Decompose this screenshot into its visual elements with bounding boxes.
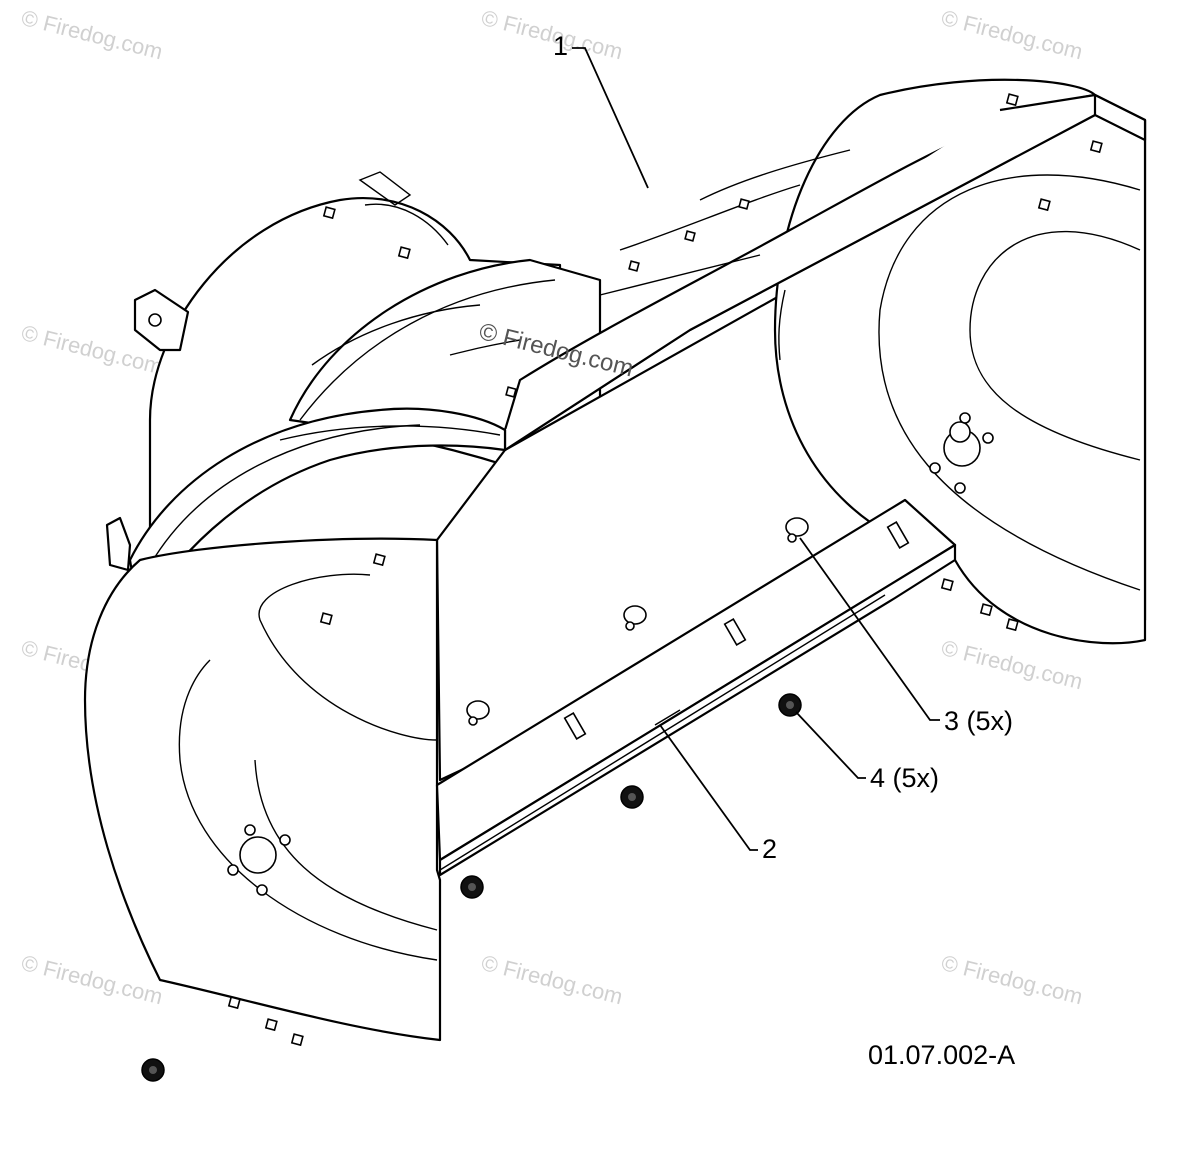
- leader-lines: [572, 47, 940, 851]
- top-channel: [503, 93, 1147, 452]
- drawing-number: 01.07.002-A: [868, 1040, 1016, 1070]
- carriage-bolt: [466, 700, 490, 726]
- carriage-bolt: [623, 605, 647, 631]
- front-scroll-band: [128, 407, 507, 622]
- hex-nut: [620, 785, 644, 809]
- callout-3: 3 (5x): [944, 706, 1014, 736]
- hex-nut: [141, 1058, 165, 1082]
- hex-nut: [460, 875, 484, 899]
- scraper-bar: [435, 498, 957, 877]
- hex-nuts: [141, 693, 802, 1082]
- hex-nut: [778, 693, 802, 717]
- callout-2: 2: [762, 834, 778, 864]
- left-side-plate: [83, 537, 442, 1047]
- callout-4: 4 (5x): [870, 763, 940, 793]
- carriage-bolts: [466, 517, 809, 726]
- callout-1: 1: [553, 31, 569, 61]
- carriage-bolt: [785, 517, 809, 543]
